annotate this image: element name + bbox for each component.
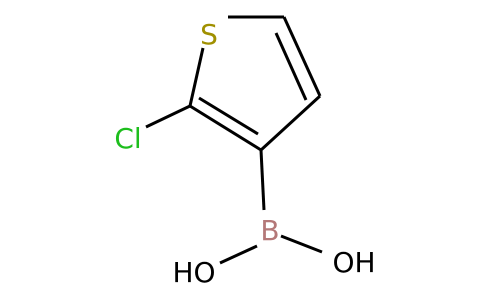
bond-b-o-left: [219, 244, 258, 265]
bond-c3-c2-inner: [198, 96, 259, 136]
chlorine-atom-label: Cl: [114, 122, 141, 155]
bond-c4-c3: [259, 94, 322, 152]
bond-c5-c4: [282, 16, 322, 97]
sulfur-atom-label: S: [200, 18, 218, 51]
bond-c3-c2: [189, 104, 262, 152]
bond-b-o-right: [280, 234, 323, 254]
hydroxyl-right-label: OH: [332, 246, 375, 279]
hydroxyl-left-label: HO: [172, 256, 215, 289]
bond-c3-b: [259, 149, 266, 211]
bond-c2-s: [188, 47, 205, 107]
bond-c2-cl: [145, 104, 191, 129]
boron-atom-label: B: [260, 214, 279, 247]
bond-c5-c4-inner: [274, 32, 308, 101]
